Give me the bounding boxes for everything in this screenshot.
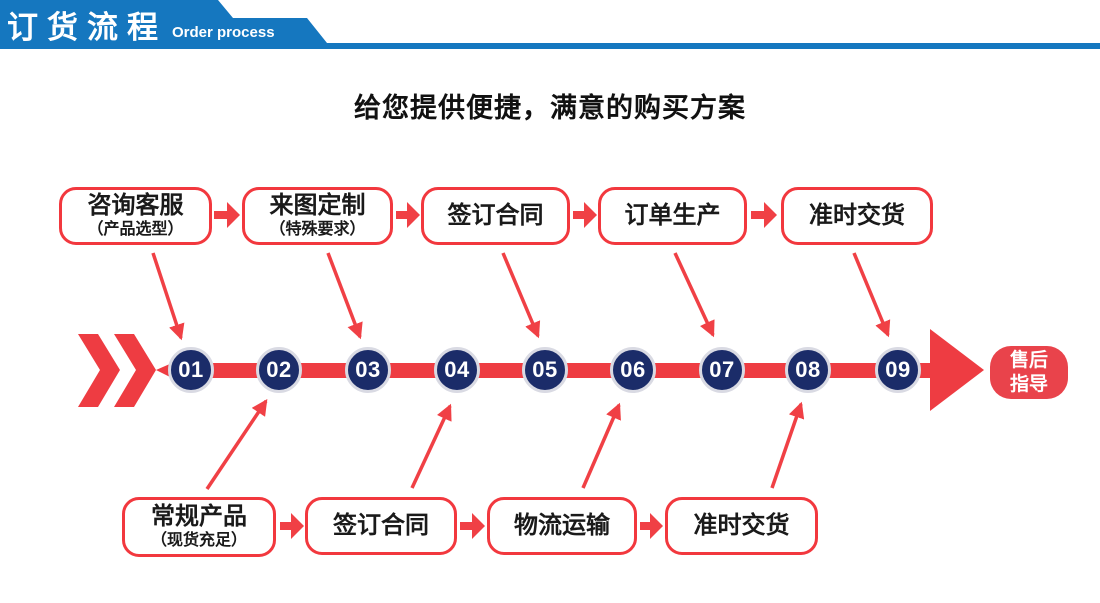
badge-line1: 售后 xyxy=(1009,350,1048,372)
diagonal-arrow xyxy=(852,252,891,338)
step-sublabel: （现货充足） xyxy=(150,531,247,549)
double-chevron-icon xyxy=(78,334,120,407)
arrow-right-icon xyxy=(640,513,663,539)
step-label: 物流运输 xyxy=(514,511,610,539)
arrow-right-icon xyxy=(460,513,485,539)
banner-title: 订货流程 xyxy=(7,10,167,45)
step-number: 07 xyxy=(709,357,735,382)
diagonal-arrow xyxy=(770,401,805,489)
step-box-logistics: 物流运输 xyxy=(487,497,637,555)
timeline-step-05: 05 xyxy=(522,347,568,393)
timeline-step-03: 03 xyxy=(345,347,391,393)
step-box-sign-contract-top: 签订合同 xyxy=(421,187,570,245)
step-box-custom-drawing: 来图定制 （特殊要求） xyxy=(242,187,393,245)
step-box-on-time-delivery-top: 准时交货 xyxy=(781,187,933,245)
step-box-on-time-delivery-bottom: 准时交货 xyxy=(665,497,818,555)
step-box-regular-product: 常规产品 （现货充足） xyxy=(122,497,276,557)
arrow-right-icon xyxy=(751,202,777,228)
diagonal-arrow xyxy=(205,398,268,490)
timeline-step-06: 06 xyxy=(610,347,656,393)
step-label: 签订合同 xyxy=(333,511,429,539)
step-label: 订单生产 xyxy=(624,201,721,229)
page-title: 给您提供便捷，满意的购买方案 xyxy=(354,93,746,123)
diagonal-arrow xyxy=(673,252,715,338)
diagonal-arrow xyxy=(151,252,185,341)
arrow-right-icon xyxy=(396,202,420,228)
diagonal-arrow xyxy=(581,402,621,489)
banner-underline xyxy=(0,43,1100,49)
step-label: 签订合同 xyxy=(447,201,544,229)
step-number: 09 xyxy=(885,357,911,382)
diagonal-arrow xyxy=(501,252,541,339)
step-box-sign-contract-bottom: 签订合同 xyxy=(305,497,457,555)
banner-subtitle: Order process xyxy=(172,24,275,41)
arrow-right-icon xyxy=(573,202,597,228)
step-label: 准时交货 xyxy=(693,511,790,539)
step-sublabel: （产品选型） xyxy=(87,220,184,238)
diagonal-arrow xyxy=(410,403,452,489)
diagonal-arrow xyxy=(326,252,363,340)
step-number: 06 xyxy=(620,357,646,382)
step-label: 常规产品 xyxy=(151,503,247,531)
step-box-consult-service: 咨询客服 （产品选型） xyxy=(59,187,212,245)
step-sublabel: （特殊要求） xyxy=(269,220,366,238)
step-number: 04 xyxy=(444,357,470,382)
arrow-right-icon xyxy=(214,202,240,228)
arrow-right-icon xyxy=(280,513,304,539)
step-label: 准时交货 xyxy=(809,201,905,229)
timeline-step-04: 04 xyxy=(434,347,480,393)
step-number: 05 xyxy=(532,357,558,382)
timeline-step-09: 09 xyxy=(875,347,921,393)
timeline-arrowhead-icon xyxy=(930,329,984,411)
step-number: 08 xyxy=(795,357,821,382)
step-box-order-production: 订单生产 xyxy=(598,187,747,245)
step-number: 03 xyxy=(355,357,381,382)
timeline-step-08: 08 xyxy=(785,347,831,393)
timeline-step-07: 07 xyxy=(699,347,745,393)
step-label: 来图定制 xyxy=(269,192,366,220)
after-sales-badge: 售后 指导 xyxy=(990,346,1068,399)
double-chevron-icon xyxy=(114,334,156,407)
step-number: 02 xyxy=(266,357,292,382)
step-label: 咨询客服 xyxy=(87,192,184,220)
badge-line2: 指导 xyxy=(1009,373,1048,395)
timeline-step-01: 01 xyxy=(168,347,214,393)
timeline-step-02: 02 xyxy=(256,347,302,393)
step-number: 01 xyxy=(178,357,204,382)
